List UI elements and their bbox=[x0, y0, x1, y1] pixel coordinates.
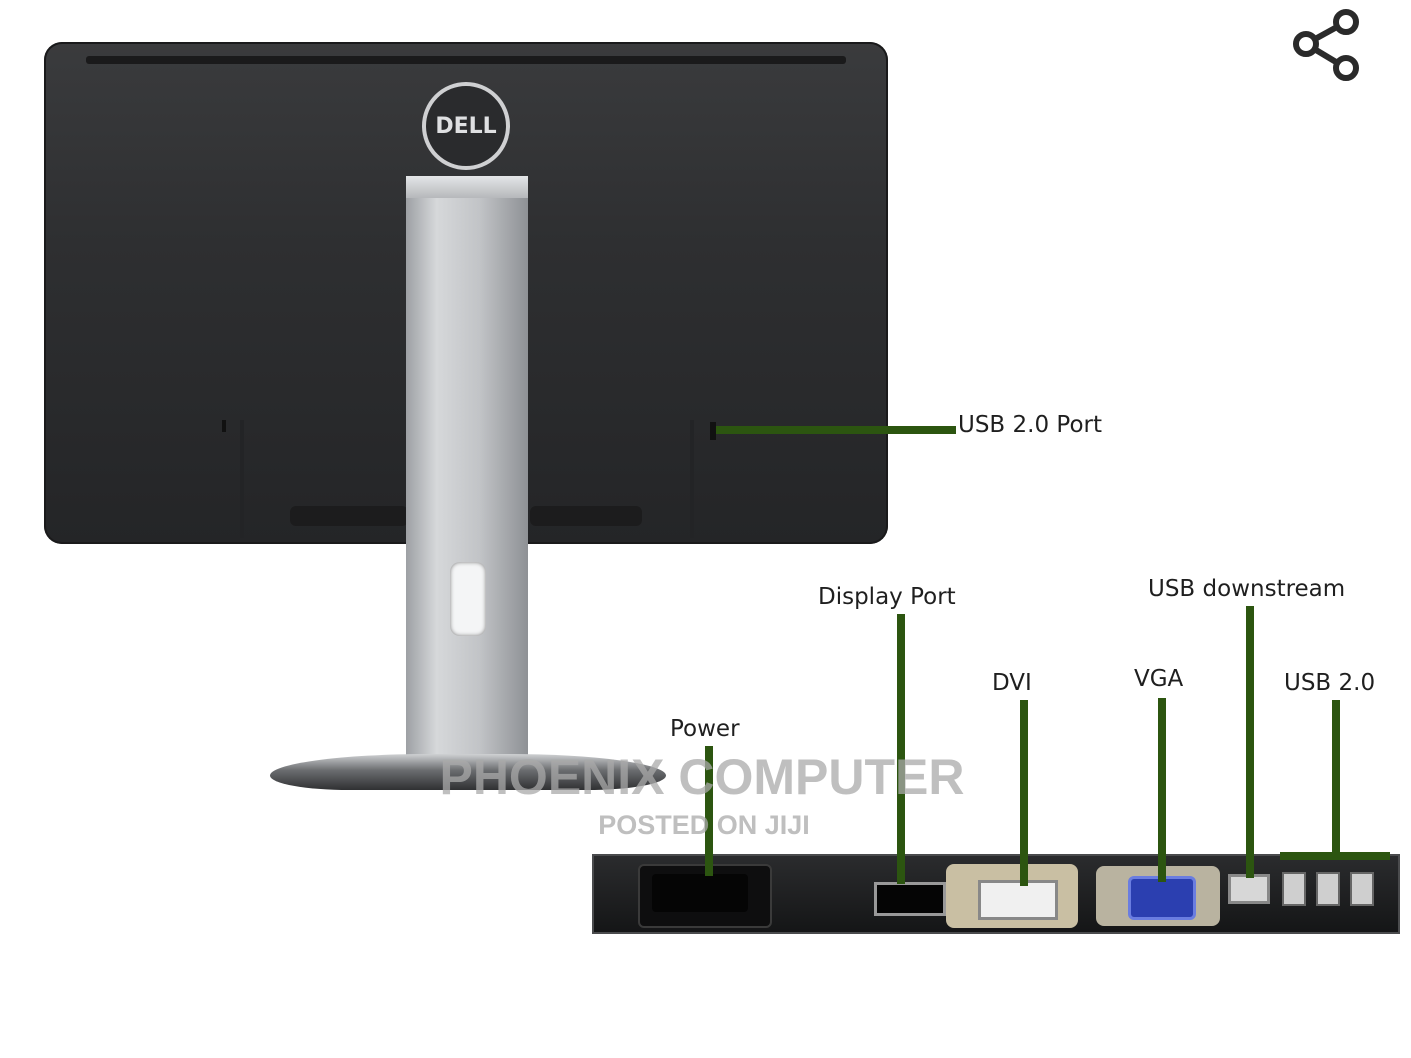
leader-line-dvi bbox=[1020, 700, 1028, 886]
usb-2-port bbox=[1350, 872, 1374, 906]
panel-seam bbox=[690, 420, 694, 538]
leader-line-usb-port bbox=[716, 426, 956, 434]
stand-top bbox=[406, 176, 528, 198]
label-usb-downstream: USB downstream bbox=[1148, 576, 1345, 602]
label-usb-port: USB 2.0 Port bbox=[958, 412, 1102, 438]
leader-line-usb-downstream bbox=[1246, 606, 1254, 878]
label-display-port: Display Port bbox=[818, 584, 956, 610]
label-power: Power bbox=[670, 716, 740, 742]
panel-seam bbox=[240, 420, 244, 538]
usb-2-port bbox=[1282, 872, 1306, 906]
power-port-socket bbox=[652, 874, 748, 912]
vent-slot bbox=[530, 506, 642, 526]
label-dvi: DVI bbox=[992, 670, 1032, 696]
label-usb-2: USB 2.0 bbox=[1284, 670, 1375, 696]
leader-line-usb-2 bbox=[1332, 700, 1340, 858]
monitor-stand bbox=[406, 176, 528, 758]
leader-line-usb-2-bar bbox=[1280, 852, 1390, 860]
cable-hole bbox=[450, 562, 486, 636]
dell-logo: DELL bbox=[422, 82, 510, 170]
vent-slot bbox=[290, 506, 408, 526]
monitor-vent bbox=[86, 56, 846, 64]
usb-2-port bbox=[1316, 872, 1340, 906]
label-vga: VGA bbox=[1134, 666, 1183, 692]
share-icon[interactable] bbox=[1288, 4, 1368, 84]
logo-text: DELL bbox=[435, 114, 496, 139]
display-port bbox=[874, 882, 946, 916]
dvi-port bbox=[978, 880, 1058, 920]
watermark-title: PHOENIX COMPUTER bbox=[432, 748, 972, 806]
usb-downstream-port bbox=[1228, 874, 1270, 904]
watermark-subtitle: POSTED ON JIJI bbox=[582, 810, 826, 841]
usb-port-left-mark bbox=[222, 420, 226, 432]
leader-line-vga bbox=[1158, 698, 1166, 882]
vga-port bbox=[1128, 876, 1196, 920]
